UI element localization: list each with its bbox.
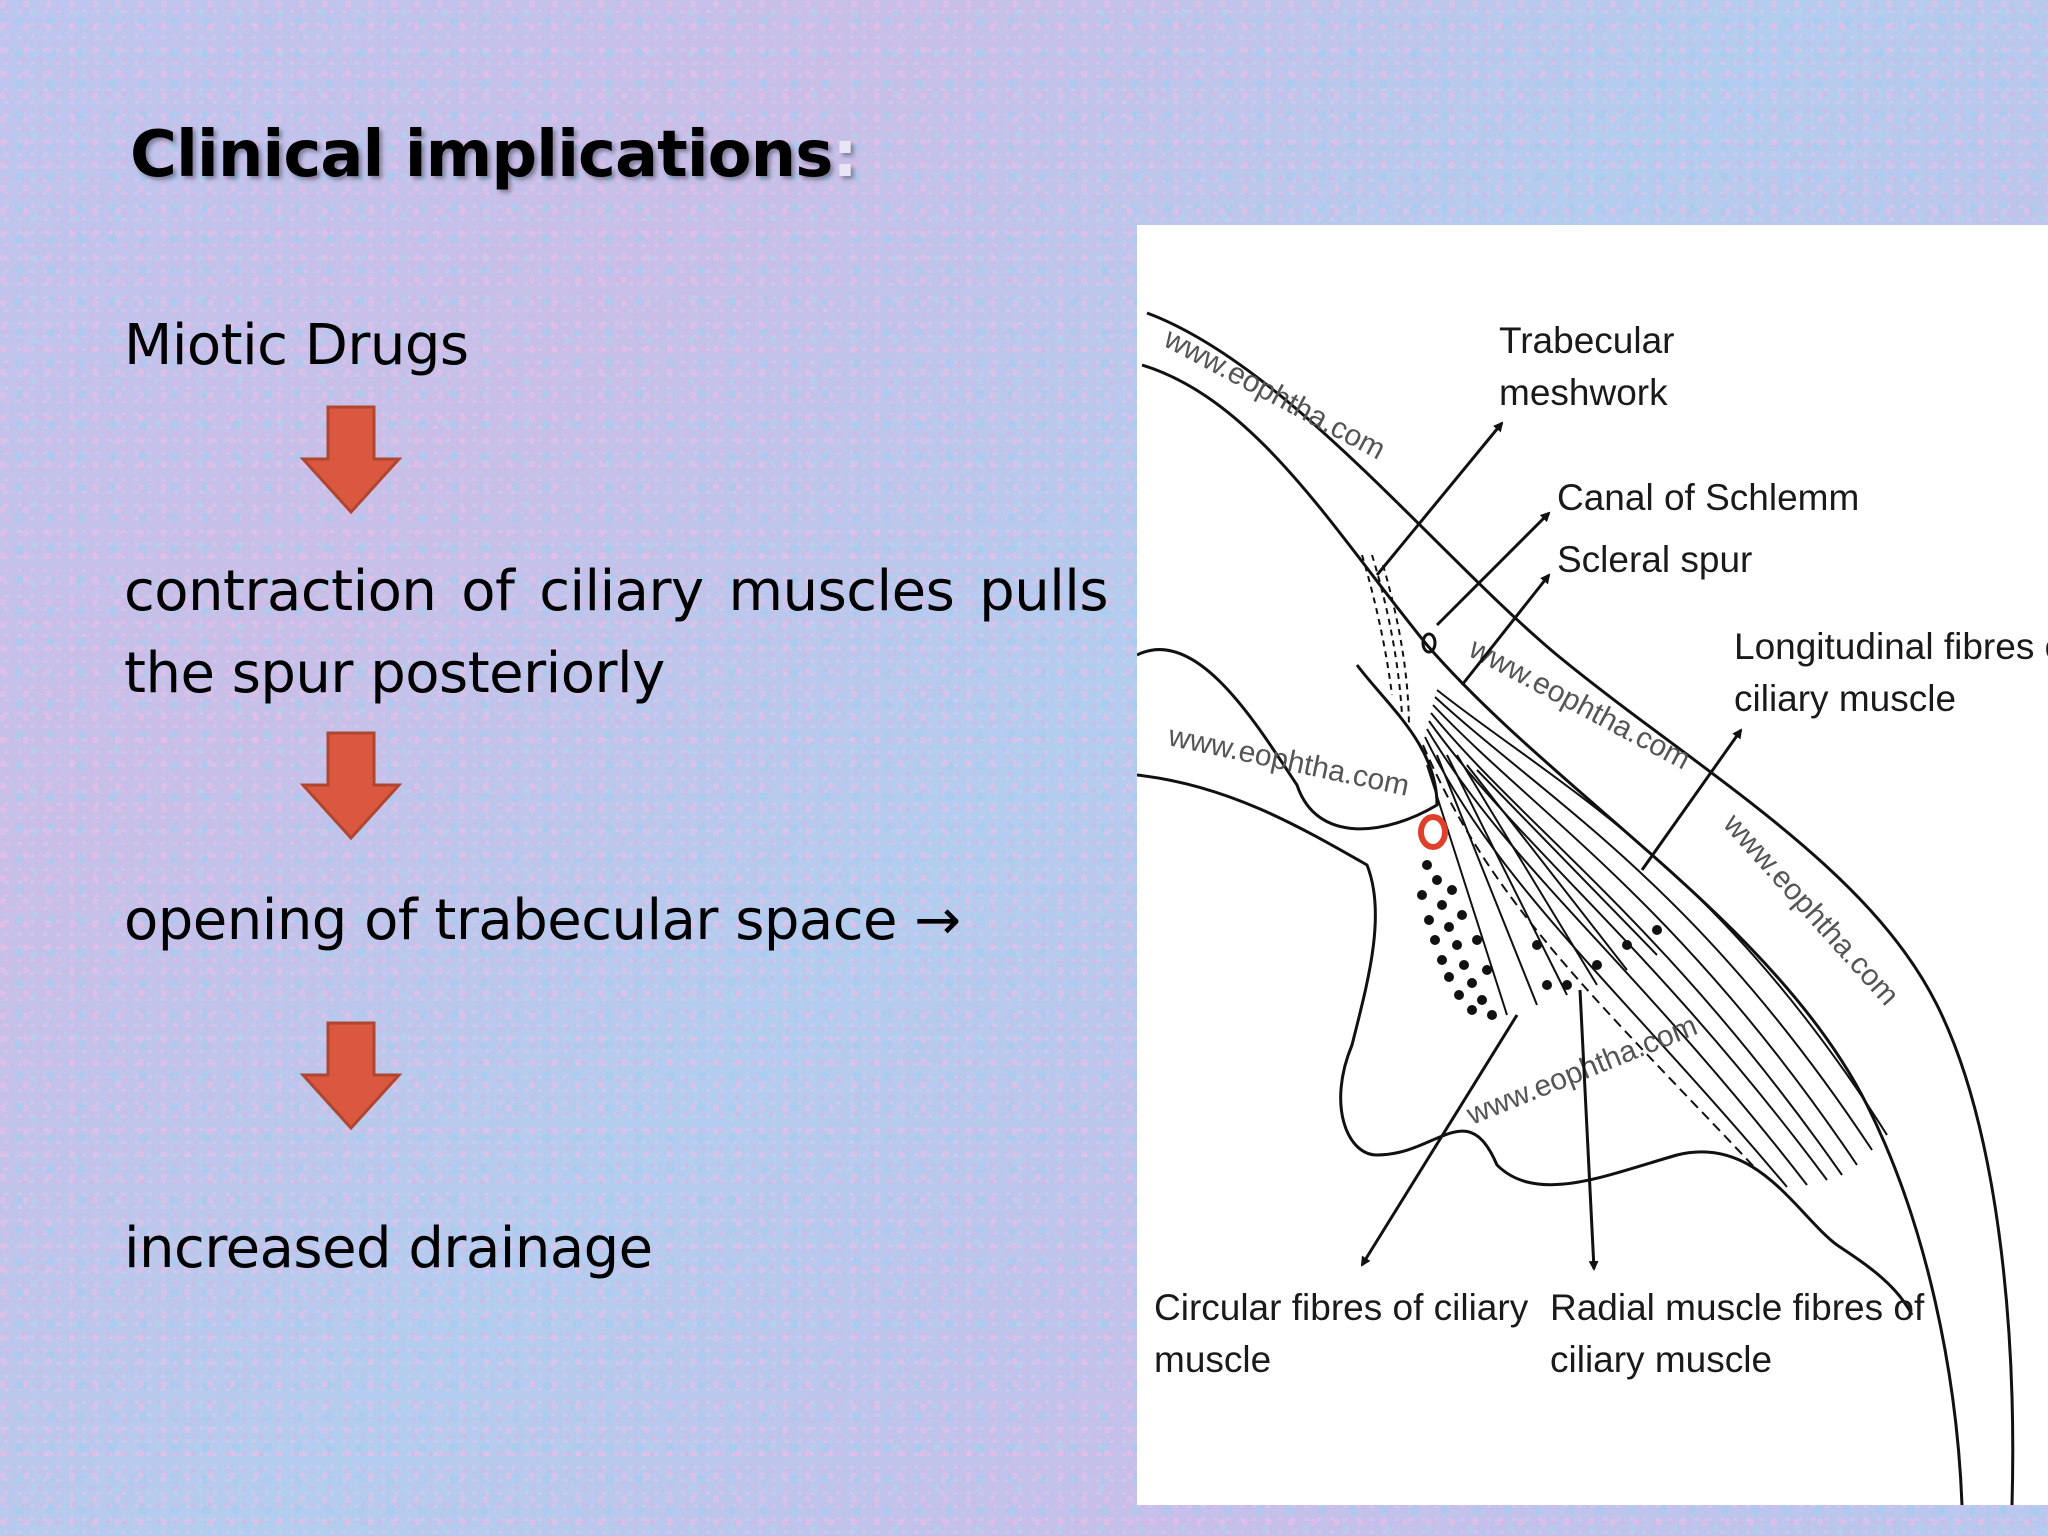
ciliary-body-diagram: www.eophtha.com www.eophtha.com www.eoph… [1137,225,2048,1505]
circular-fibres [1417,860,1662,1020]
canal-of-schlemm [1421,632,1437,654]
longitudinal-fibres [1422,689,1888,1188]
step-increased-drainage: increased drainage [124,1216,653,1281]
radial-fibres [1426,754,1658,1016]
label-radial-fibres-line2: ciliary muscle [1550,1339,1772,1380]
highlight-ring [1418,814,1448,850]
iris-outline [1137,648,1439,831]
label-trabecular-meshwork-line2: meshwork [1499,372,1668,413]
leader-arrows [1360,421,1743,1271]
step-ciliary-contraction: contraction of ciliary muscles pulls the… [124,559,1109,706]
label-longitudinal-fibres-line2: ciliary muscle [1734,678,1956,719]
down-arrow-icon [299,405,403,515]
label-longitudinal-fibres-line1: Longitudinal fibres of [1734,626,2048,667]
anatomy-illustration: www.eophtha.com www.eophtha.com www.eoph… [1137,311,2048,1505]
label-scleral-spur: Scleral spur [1557,539,1752,580]
watermark-text: www.eophtha.com [1165,719,1413,802]
down-arrow-icon [299,1021,403,1131]
watermark-text: www.eophtha.com [1463,632,1696,777]
step-miotic-drugs: Miotic Drugs [124,313,469,378]
sclera-outline [1146,311,2015,1505]
step-trabecular-opening: opening of trabecular space → [124,888,961,953]
down-arrow-icon [299,731,403,841]
label-trabecular-meshwork-line1: Trabecular [1499,320,1674,361]
watermarks: www.eophtha.com www.eophtha.com www.eoph… [1158,322,1906,1132]
watermark-text: www.eophtha.com [1158,322,1391,467]
iris-lower-outline [1137,773,1914,1316]
slide-title-text: Clinical implications [130,118,833,192]
label-canal-of-schlemm: Canal of Schlemm [1557,477,1859,518]
trabecular-meshwork [1361,554,1410,731]
label-circular-fibres-line1: Circular fibres of ciliary [1154,1287,1529,1328]
title-colon: : [832,118,858,192]
label-circular-fibres-line2: muscle [1154,1339,1271,1380]
slide-title: Clinical implications: [130,118,858,192]
label-radial-fibres-line1: Radial muscle fibres of [1550,1287,1925,1328]
